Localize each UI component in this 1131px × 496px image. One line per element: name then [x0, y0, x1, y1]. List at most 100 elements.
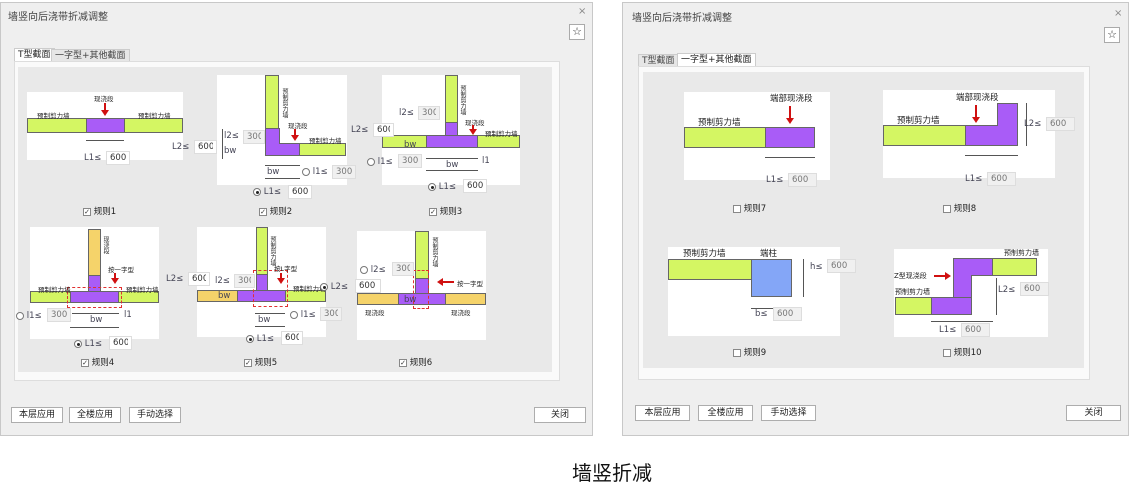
rule3-l1-input[interactable]: [398, 154, 422, 168]
checkbox-icon[interactable]: ✓: [399, 358, 407, 367]
close-button[interactable]: 关闭: [534, 407, 586, 423]
rule6-L2-radio[interactable]: L2≤: [320, 282, 348, 292]
dimension-line: [222, 129, 223, 159]
rule5-checkbox[interactable]: ✓ 规则5: [244, 356, 277, 368]
close-icon[interactable]: ×: [1114, 8, 1123, 19]
checkbox-icon[interactable]: [943, 204, 951, 213]
rule10-L2-input[interactable]: [1020, 282, 1049, 296]
rule3-l1-radio[interactable]: l1≤: [367, 157, 393, 167]
checkbox-icon[interactable]: ✓: [429, 207, 437, 216]
rule1-L1-input[interactable]: [106, 151, 130, 165]
rule5-L1-input[interactable]: [281, 331, 303, 345]
manual-select-button[interactable]: 手动选择: [129, 407, 181, 423]
checkbox-icon[interactable]: [733, 204, 741, 213]
rule7-L1-input[interactable]: [788, 173, 817, 187]
rule2-diagram: [217, 75, 347, 185]
rule4-L1-radio[interactable]: L1≤: [74, 339, 102, 349]
rule3-L1-radio[interactable]: L1≤: [428, 182, 456, 192]
rule4-l1-radio[interactable]: l1≤: [16, 311, 42, 321]
z-cast-segment: [953, 258, 993, 276]
close-icon[interactable]: ×: [578, 6, 587, 17]
rule2-l1-radio[interactable]: l1≤: [302, 167, 328, 177]
rule8-L2-input[interactable]: [1046, 117, 1075, 131]
apply-building-button[interactable]: 全楼应用: [698, 405, 753, 421]
rule3-L2-input[interactable]: [373, 123, 394, 137]
radio-icon[interactable]: [290, 310, 298, 319]
rule3-l2-input[interactable]: [418, 106, 440, 120]
rule10-checkbox[interactable]: 规则10: [943, 346, 982, 358]
bw-label: bw: [258, 315, 271, 325]
dimension-line: [265, 165, 300, 166]
tab-t-section[interactable]: T型截面: [14, 48, 55, 62]
rule2-l1-input[interactable]: [332, 165, 356, 179]
rule2-L1-radio[interactable]: L1≤: [253, 187, 281, 197]
checkbox-icon[interactable]: ✓: [83, 207, 91, 216]
rule2-L2-input[interactable]: [194, 140, 217, 154]
rule4-L1-input[interactable]: [109, 336, 132, 350]
rule9-b-input[interactable]: [773, 307, 802, 321]
radio-icon[interactable]: [367, 157, 375, 166]
dimension-line: [265, 178, 300, 179]
rule7-checkbox[interactable]: 规则7: [733, 202, 766, 214]
rule5-l1-radio[interactable]: l1≤: [290, 310, 316, 320]
favorite-star-button[interactable]: ☆: [569, 24, 585, 40]
manual-select-button[interactable]: 手动选择: [761, 405, 816, 421]
rule8-checkbox[interactable]: 规则8: [943, 202, 976, 214]
precast-wall: [124, 118, 183, 133]
tab-line-other-section[interactable]: 一字型+其他截面: [677, 53, 756, 67]
l1-label: l1≤: [26, 311, 42, 321]
rule6-l2-radio[interactable]: l2≤: [360, 265, 386, 275]
radio-icon[interactable]: [320, 282, 328, 291]
radio-icon[interactable]: [74, 339, 82, 348]
checkbox-icon[interactable]: ✓: [81, 358, 89, 367]
rule1-checkbox[interactable]: ✓ 规则1: [83, 205, 116, 217]
rule9-h-input[interactable]: [827, 259, 856, 273]
checkbox-icon[interactable]: [733, 348, 741, 357]
rule4-l1-input[interactable]: [47, 308, 71, 322]
cast-segment: [445, 122, 458, 136]
close-button[interactable]: 关闭: [1066, 405, 1121, 421]
rule1-label: 规则1: [93, 207, 117, 217]
rule3-label: 规则3: [439, 207, 463, 217]
rule2-L1-input[interactable]: [288, 185, 312, 199]
l2-label: l2≤: [370, 265, 386, 275]
radio-icon[interactable]: [302, 167, 310, 176]
rule9-checkbox[interactable]: 规则9: [733, 346, 766, 358]
checkbox-icon[interactable]: ✓: [244, 358, 252, 367]
rule3-L1-input[interactable]: [463, 179, 487, 193]
rule5-L2-input[interactable]: [188, 272, 210, 286]
l1-label: l1: [124, 310, 132, 320]
rule2-checkbox[interactable]: ✓ 规则2: [259, 205, 292, 217]
tab-line-other-section[interactable]: 一字型+其他截面: [51, 49, 130, 62]
rule6-L2-input[interactable]: [355, 279, 381, 293]
apply-floor-button[interactable]: 本层应用: [635, 405, 690, 421]
rule3-checkbox[interactable]: ✓ 规则3: [429, 205, 462, 217]
radio-icon[interactable]: [246, 334, 254, 343]
dimension-line: [765, 157, 815, 158]
rule2-l2-input[interactable]: [243, 130, 265, 144]
rule5-l1-input[interactable]: [320, 307, 342, 321]
rule8-L1-input[interactable]: [987, 172, 1016, 186]
checkbox-icon[interactable]: [943, 348, 951, 357]
rule5-L1-radio[interactable]: L1≤: [246, 334, 274, 344]
precast-wall: [256, 227, 268, 275]
rule6-l2-input[interactable]: [392, 262, 414, 276]
radio-icon[interactable]: [428, 182, 436, 191]
radio-icon[interactable]: [253, 187, 261, 196]
favorite-star-button[interactable]: ☆: [1104, 27, 1120, 43]
dimension-line: [426, 170, 478, 171]
arrow-down-icon: [786, 106, 794, 124]
rule10-L1-input[interactable]: [961, 323, 990, 337]
precast-wall: [895, 297, 932, 315]
apply-floor-button[interactable]: 本层应用: [11, 407, 63, 423]
precast-label: 预制剪力墙: [683, 249, 726, 259]
rule5-l2-input[interactable]: [234, 274, 255, 288]
radio-icon[interactable]: [16, 311, 24, 320]
apply-building-button[interactable]: 全楼应用: [69, 407, 121, 423]
cast-label: 现浇段: [94, 95, 114, 103]
radio-icon[interactable]: [360, 265, 368, 274]
precast-wall: [285, 290, 326, 302]
checkbox-icon[interactable]: ✓: [259, 207, 267, 216]
rule4-checkbox[interactable]: ✓ 规则4: [81, 356, 114, 368]
rule6-checkbox[interactable]: ✓ 规则6: [399, 356, 432, 368]
